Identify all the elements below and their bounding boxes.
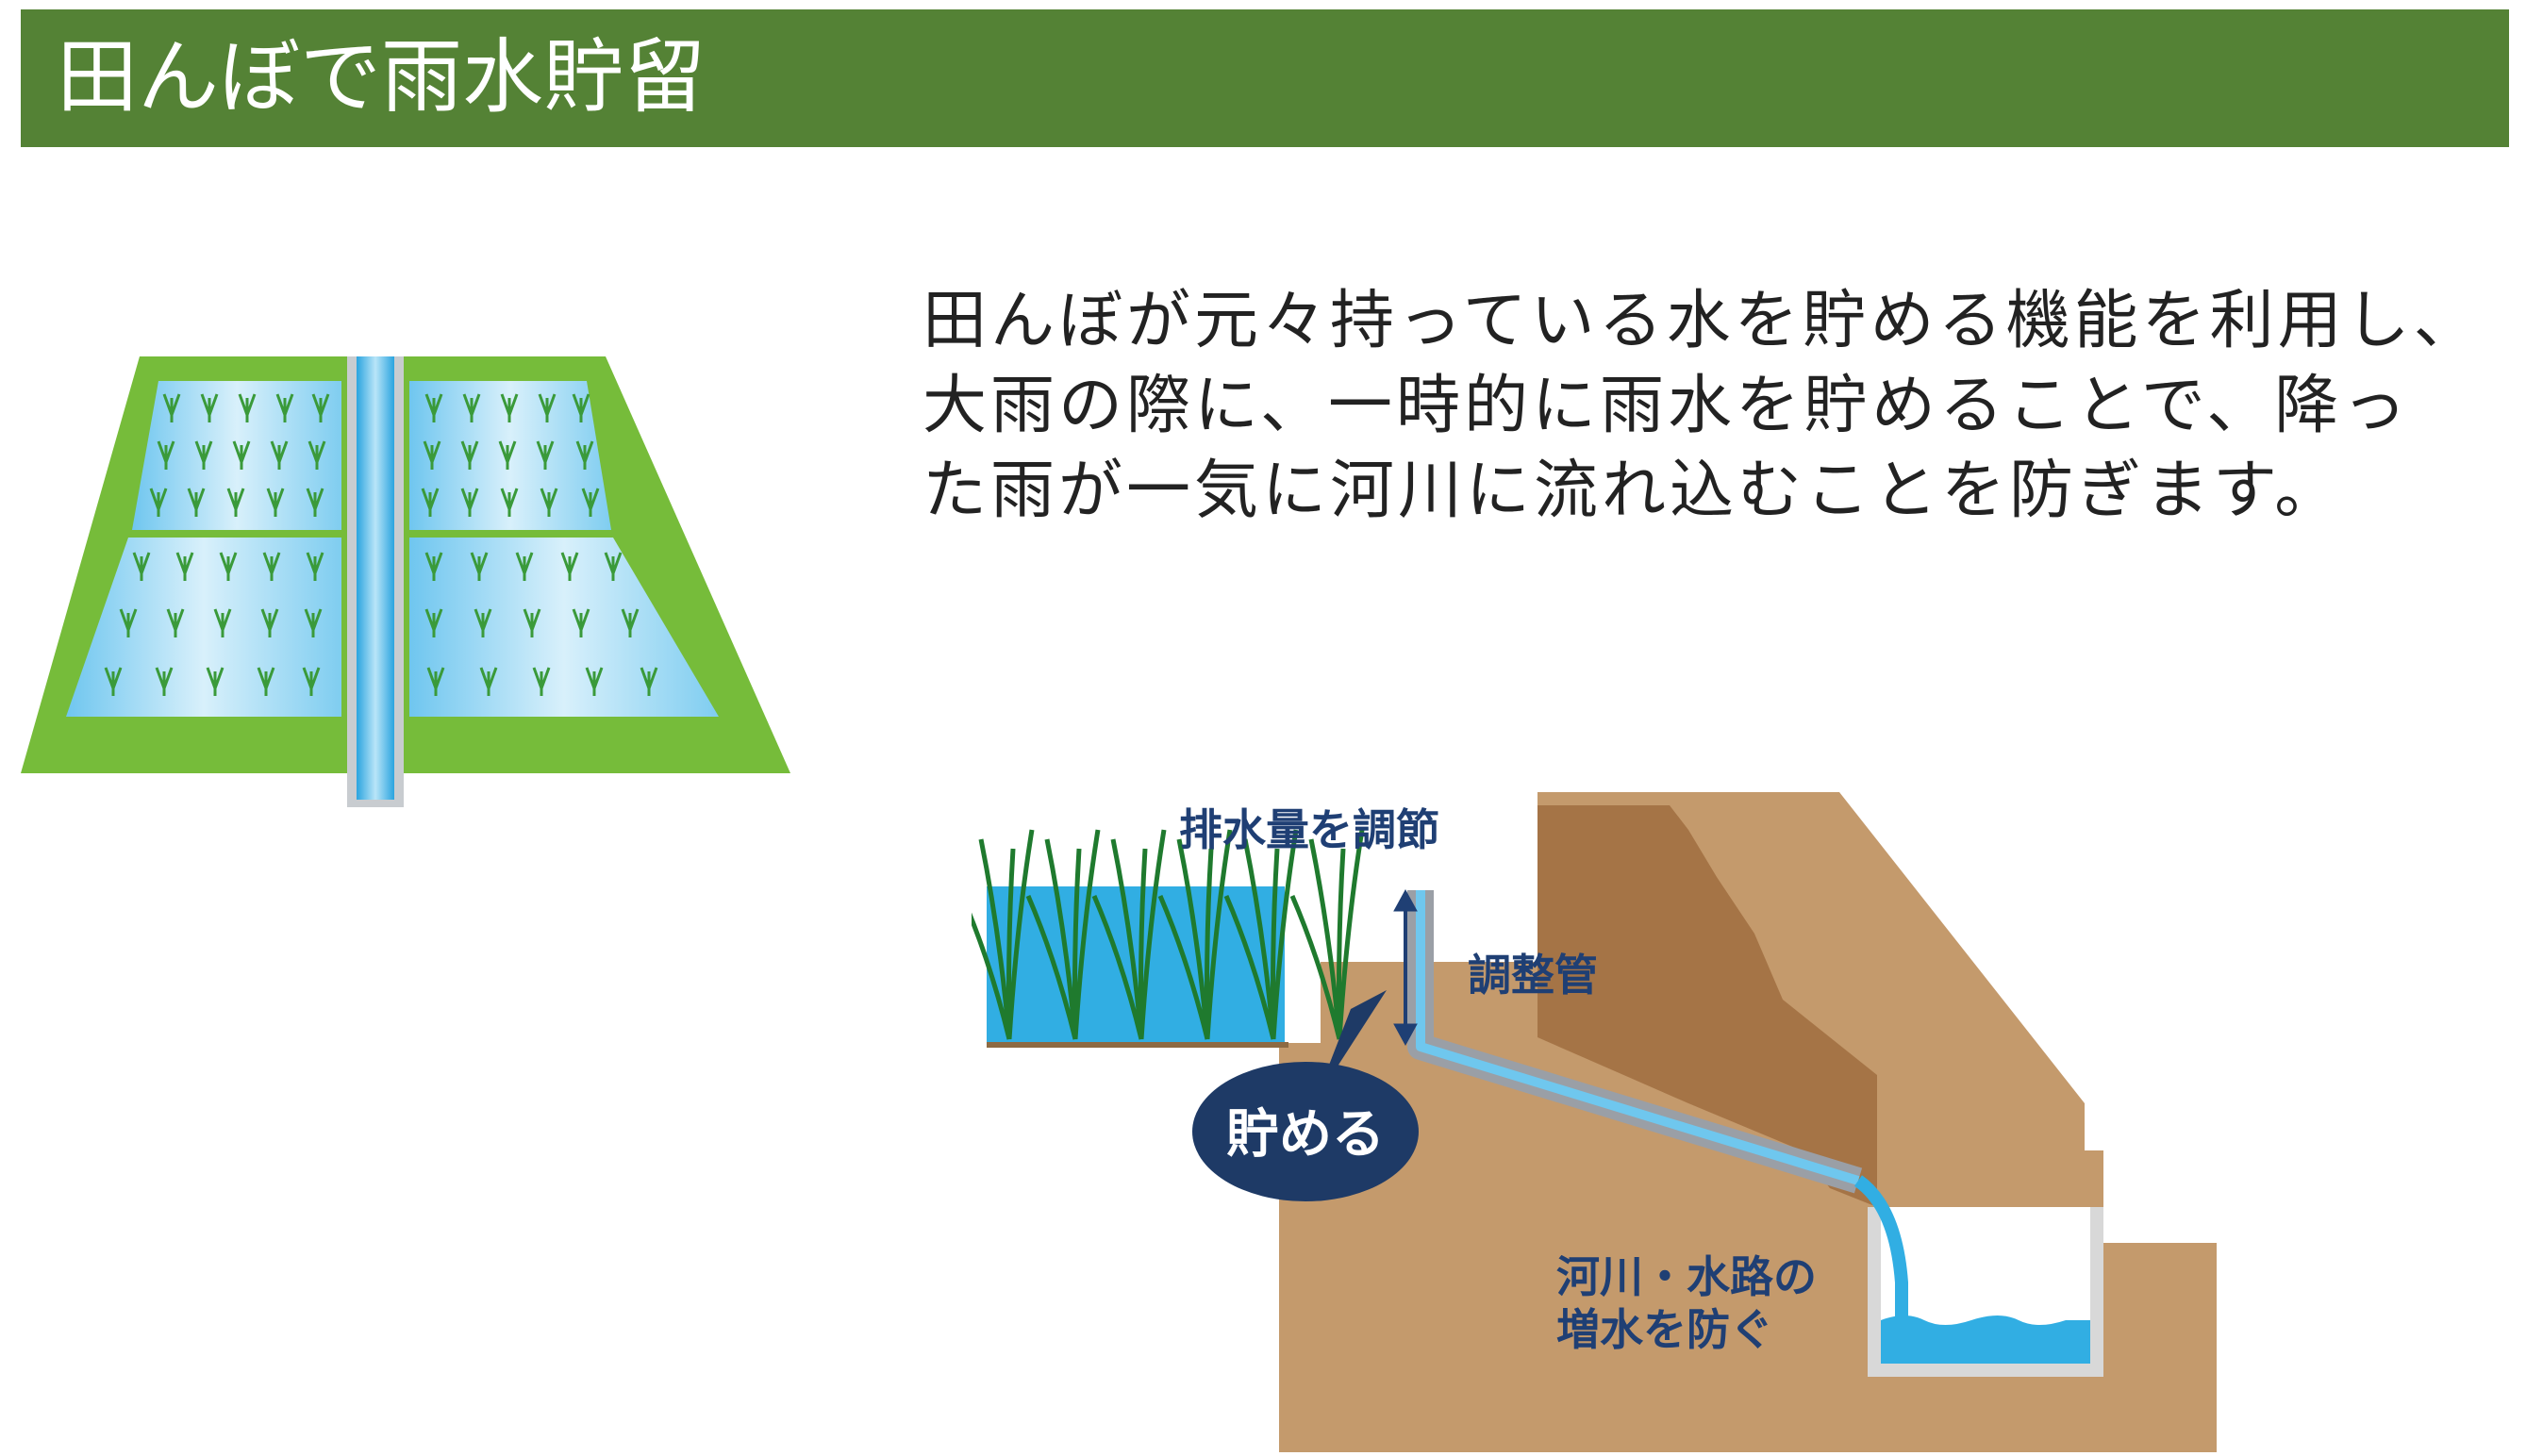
rice-plant-icon [462,393,481,422]
rice-plant-icon [226,488,245,517]
soil-surface-line [987,1042,1288,1048]
center-channel [357,356,394,800]
rice-plant-icon [500,488,519,517]
rice-plant-icon [213,608,232,637]
description-line-1: 田んぼが元々持っている水を貯める機能を利用し、 [922,284,2482,358]
rice-plant-icon [187,488,206,517]
rice-plant-icon [149,488,168,517]
paddy-field-illustration [21,356,790,807]
rice-plant-icon [257,667,275,696]
rice-plant-icon [640,667,658,696]
river-water [1881,1315,2090,1364]
rice-plant-icon [157,440,175,470]
rice-plant-icon [515,552,534,581]
paddy-plot-top-left [132,381,341,530]
rice-plant-icon [1025,829,1101,1040]
rice-plant-icon [423,440,441,470]
rice-plant-icon [162,393,181,422]
rice-plant-icon [604,552,623,581]
rice-plant-icon [523,608,541,637]
rice-plant-icon [270,440,289,470]
rice-plant-icon [311,393,330,422]
rice-plant-icon [498,440,517,470]
rice-plant-icon [540,488,558,517]
rice-plant-icon [972,829,1035,1040]
rice-plant-icon [200,393,219,422]
rice-plant-icon [166,608,185,637]
river-label-line1: 河川・水路の [1556,1251,1817,1302]
rice-plant-icon [421,488,440,517]
rice-plant-icon [474,608,492,637]
rice-plant-icon [266,488,285,517]
rice-plant-icon [155,667,174,696]
rice-plant-icon [470,552,489,581]
drain-control-label: 排水量を調節 [1179,804,1439,855]
rice-plant-icon [532,667,551,696]
rice-plant-icon [232,440,251,470]
rice-plant-icon [1091,829,1167,1040]
page-title: 田んぼで雨水貯留 [57,30,706,124]
rice-plant-icon [194,440,213,470]
paddy-plot-bottom-right [409,538,719,717]
rice-plant-icon [1157,829,1233,1040]
river-label-line2: 増水を防ぐ [1556,1304,1773,1355]
rice-plant-icon [307,440,326,470]
pipe-water [1416,890,1860,1185]
rice-plant-icon [536,440,555,470]
rice-plant-icon [275,393,294,422]
rice-plant-icon [132,552,151,581]
rice-plant-icon [206,667,224,696]
store-label: 貯める [1226,1104,1385,1166]
embankment [1537,805,1877,1207]
rice-plant-icon [238,393,257,422]
rice-plant-icon [585,667,604,696]
rice-plant-icon [1289,829,1365,1040]
rice-plant-icon [538,393,557,422]
store-bubble: 貯める [1192,990,1419,1201]
rice-plant-icon [304,608,323,637]
falling-water [1853,1175,1908,1320]
rice-plant-icon [460,488,479,517]
description-line-2: 大雨の際に、一時的に雨水を貯めることで、降っ [922,369,2411,443]
description-text: 田んぼが元々持っている水を貯める機能を利用し、 大雨の際に、一時的に雨水を貯める… [922,279,2526,534]
description-line-3: た雨が一気に河川に流れ込むことを防ぎます。 [922,454,2343,528]
pipe-label: 調整管 [1468,950,1598,1001]
rice-plant-icon [424,552,443,581]
rice-plant-icon [306,488,324,517]
rice-plant-icon [119,608,138,637]
rice-plant-icon [424,393,443,422]
rice-plant-icon [424,608,443,637]
rice-plant-icon [1223,829,1299,1040]
rice-plant-icon [302,667,321,696]
rice-plants [972,829,1365,1040]
rice-plant-icon [306,552,324,581]
arrow-up-down-icon [1393,888,1418,1047]
rice-plant-icon [572,393,590,422]
rice-plant-icon [175,552,194,581]
rice-plant-icon [262,552,281,581]
rice-plant-icon [260,608,279,637]
rice-plant-icon [460,440,479,470]
rice-plant-icon [621,608,640,637]
rice-plant-icon [104,667,123,696]
header-bar: 田んぼで雨水貯留 [21,9,2509,147]
rice-plant-icon [500,393,519,422]
cross-section-diagram: 貯める 排水量を調節 調整管 河川・水路の 増水を防ぐ [972,792,2217,1452]
rice-plant-icon [479,667,498,696]
rice-plant-icon [219,552,238,581]
rice-plant-icon [426,667,445,696]
rice-plant-icon [560,552,579,581]
rice-plant-icon [572,608,590,637]
rice-plant-icon [575,440,594,470]
rice-plant-icon [581,488,600,517]
